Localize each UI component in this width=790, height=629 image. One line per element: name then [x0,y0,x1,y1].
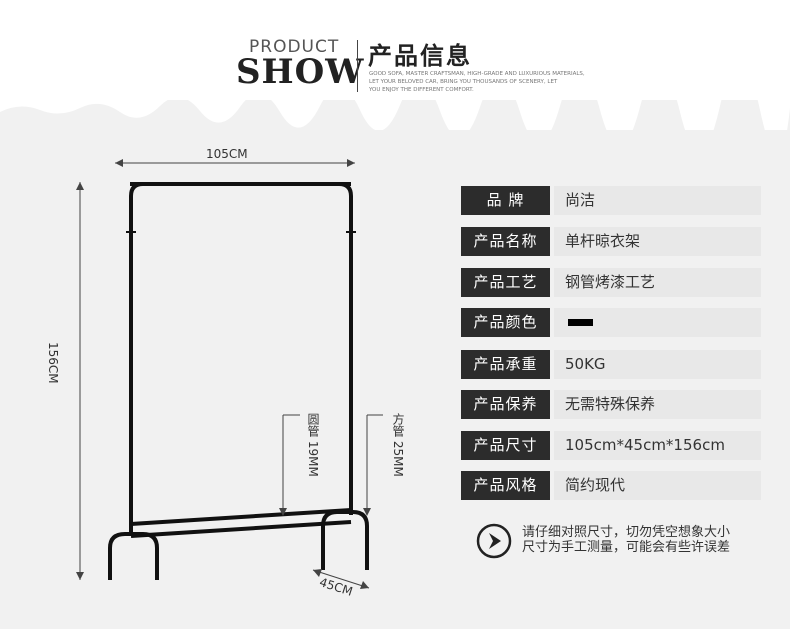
spec-row-size: 产品尺寸 105cm*45cm*156cm [461,431,761,460]
note-line: 请仔细对照尺寸，切勿凭空想象大小 [522,525,731,540]
spec-label: 产品名称 [461,227,550,256]
spec-label: 产品风格 [461,471,550,500]
page-title: 产品信息 [368,42,472,70]
spec-label: 产品承重 [461,350,550,379]
width-dimension: 105CM [206,147,248,161]
subtitle-line: YOU ENJOY THE DIFFERENT COMFORT. [369,87,474,93]
show-word: SHOW [236,52,365,92]
spec-row-craft: 产品工艺 钢管烤漆工艺 [461,268,761,297]
header-subtitle: GOOD SOFA, MASTER CRAFTSMAN, HIGH-GRADE … [369,70,619,94]
subtitle-line: LET YOUR BELOVED CAR, BRING YOU THOUSAND… [369,79,558,85]
spec-row-style: 产品风格 简约现代 [461,471,761,500]
spec-row-name: 产品名称 单杆晾衣架 [461,227,761,256]
spec-value: 尚洁 [554,186,761,215]
spec-label: 产品工艺 [461,268,550,297]
spec-value: 无需特殊保养 [554,390,761,419]
spec-value: 50KG [554,350,761,379]
note-line: 尺寸为手工测量，可能会有些许误差 [522,540,731,555]
height-dimension: 156CM [46,342,60,384]
spec-row-load: 产品承重 50KG [461,350,761,379]
spec-label: 产品保养 [461,390,550,419]
spec-value: 钢管烤漆工艺 [554,268,761,297]
spec-value: 单杆晾衣架 [554,227,761,256]
header-band: PRODUCT SHOW 产品信息 GOOD SOFA, MASTER CRAF… [0,0,790,106]
round-tube-label: 圆管 19MM [306,413,320,477]
spec-value [554,308,761,337]
spec-value: 简约现代 [554,471,761,500]
spec-label: 产品尺寸 [461,431,550,460]
header-divider [357,40,358,92]
spec-row-care: 产品保养 无需特殊保养 [461,390,761,419]
measurement-note: 请仔细对照尺寸，切勿凭空想象大小 尺寸为手工测量，可能会有些许误差 [522,525,762,555]
clothes-rack-drawing [76,159,383,589]
color-swatch [568,319,593,326]
spec-value: 105cm*45cm*156cm [554,431,761,460]
spec-label: 产品颜色 [461,308,550,337]
square-tube-label: 方管 25MM [391,413,405,477]
spec-row-color: 产品颜色 [461,308,761,337]
product-word: PRODUCT [249,37,340,57]
arrow-right-circle-icon [476,523,512,559]
spec-row-brand: 品 牌 尚洁 [461,186,761,215]
torn-paper-edge [0,100,790,130]
subtitle-line: GOOD SOFA, MASTER CRAFTSMAN, HIGH-GRADE … [369,71,585,77]
spec-label: 品 牌 [461,186,550,215]
